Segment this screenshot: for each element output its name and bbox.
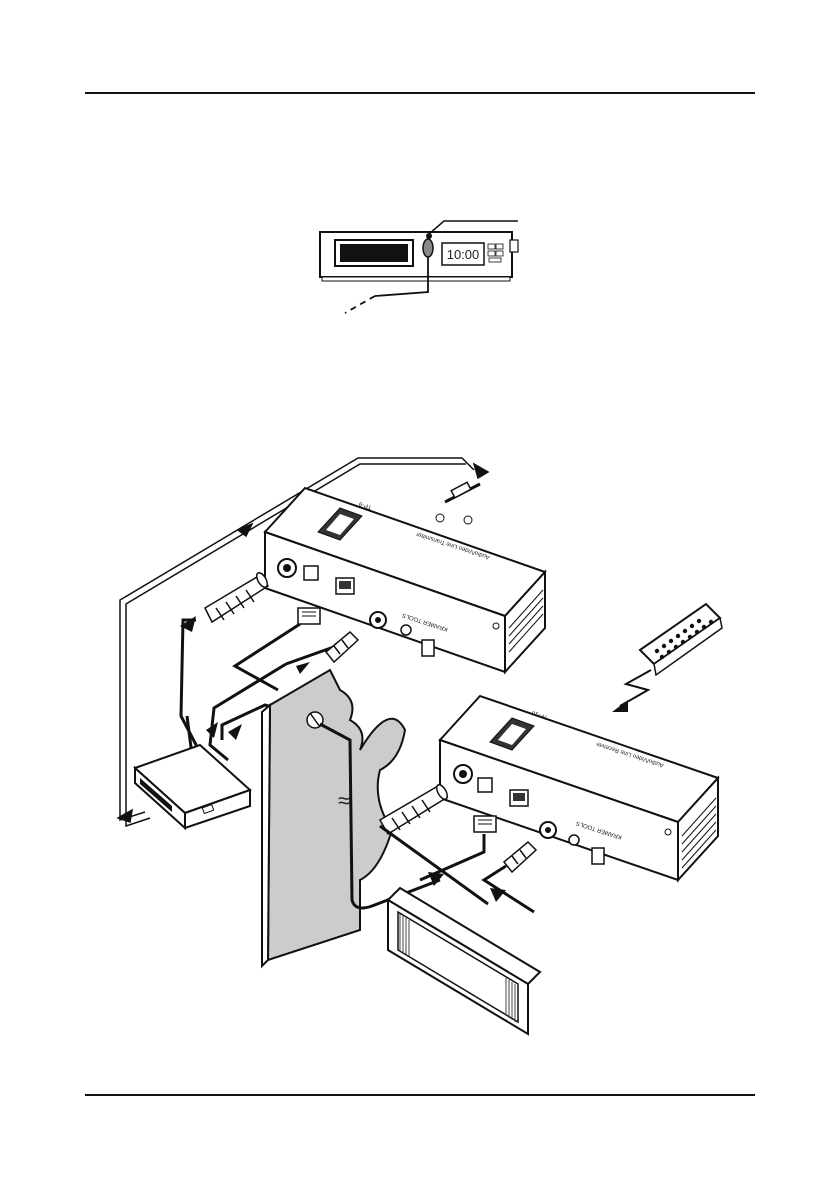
transmitter-svideo-connector: [304, 566, 318, 580]
source-vcr: [135, 745, 250, 828]
ir-signal-icon: [620, 670, 651, 706]
receiver-power-connector: [592, 848, 604, 864]
vcr-tape-slot-inner: [340, 244, 408, 262]
receiver-svideo-connector: [478, 778, 492, 792]
wall-break-symbol: ≈: [338, 788, 350, 813]
vcr-ir-detail: 10:00: [320, 221, 518, 313]
display-monitor: [388, 888, 540, 1034]
ir-emitter-icon: [423, 239, 433, 257]
vcr-clock-text: 10:00: [447, 247, 480, 262]
remote-control: [612, 604, 722, 712]
transmitter-unit: TP-9 Audio/Video Line Transmitter KRAMER…: [265, 488, 545, 672]
transmitter-power-connector: [422, 640, 434, 656]
